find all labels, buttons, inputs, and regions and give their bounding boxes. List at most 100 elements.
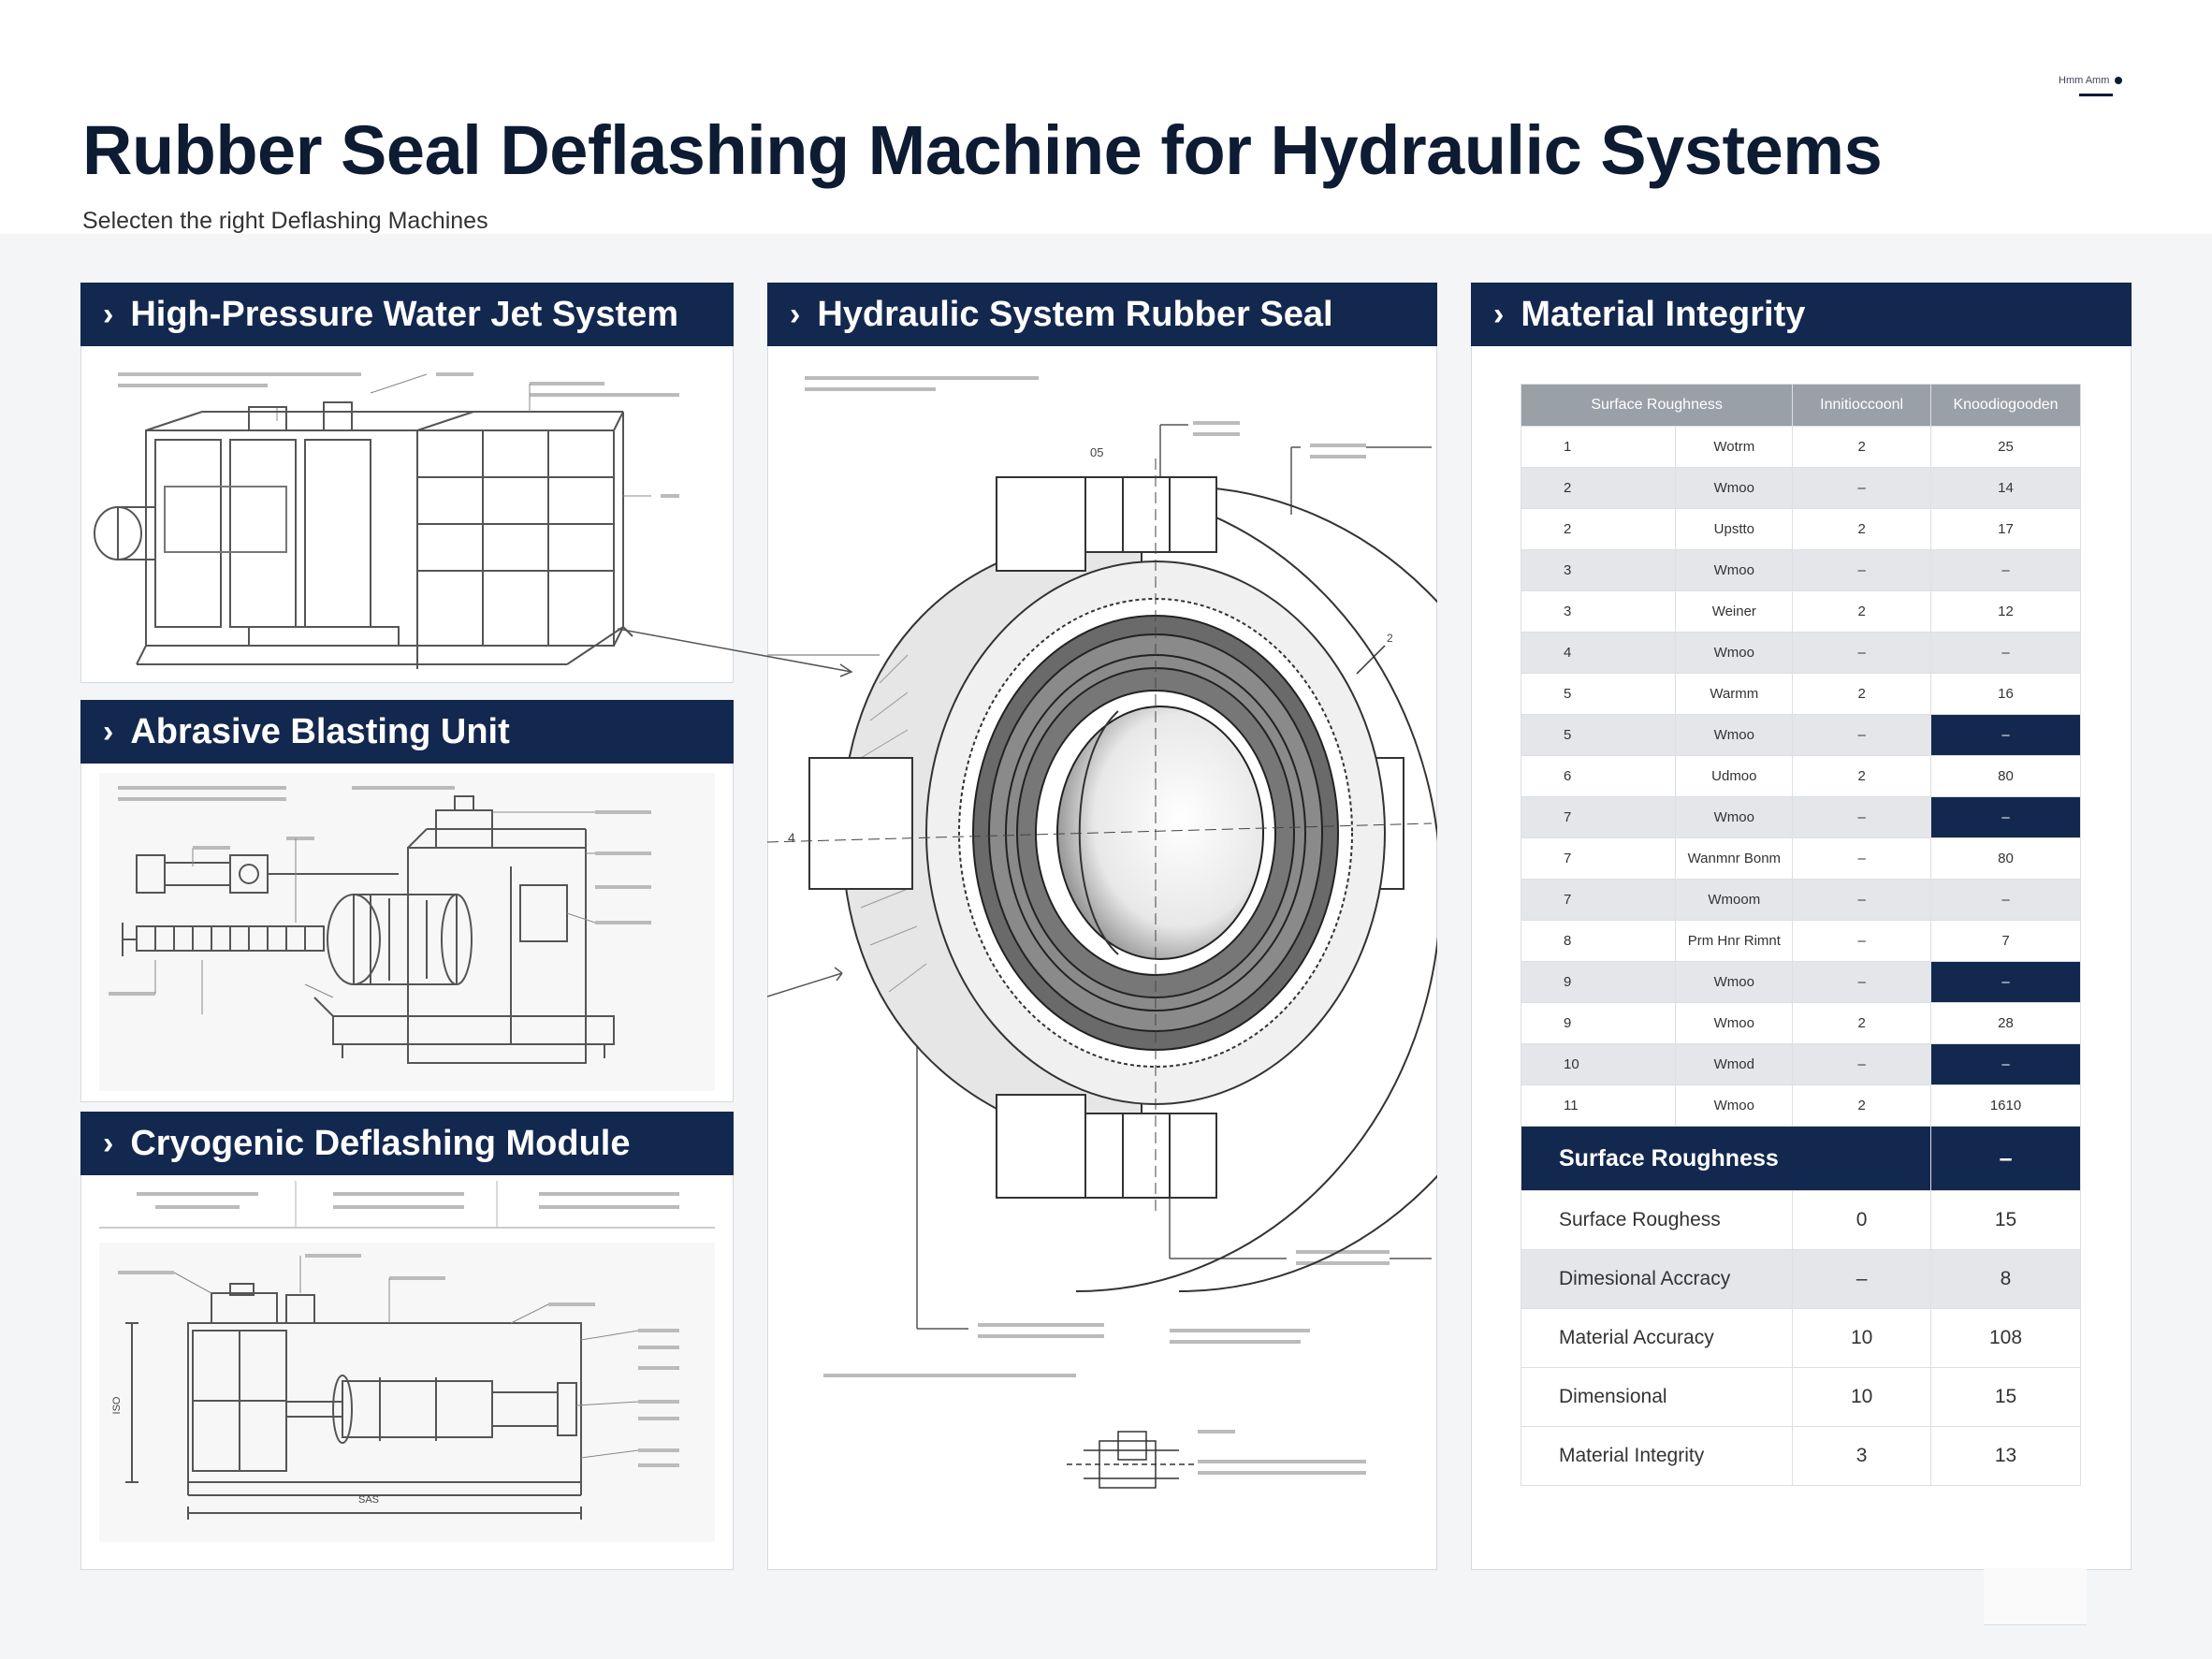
summary-cell: 3	[1792, 1426, 1932, 1486]
table-cell: Wmoo	[1675, 467, 1794, 509]
table-header-cell: Innitioccoonl	[1792, 384, 1932, 427]
table-cell: –	[1930, 961, 2081, 1003]
summary-cell: 10	[1792, 1308, 1932, 1368]
table-cell: 2	[1792, 590, 1932, 633]
table-cell: 4	[1520, 632, 1677, 674]
table-header-row: Surface Roughness Innitioccoonl Knoodiog…	[1520, 384, 2081, 427]
table-cell: –	[1792, 796, 1932, 838]
table-cell: –	[1792, 714, 1932, 756]
cryo-height-label: ISO	[111, 1396, 123, 1414]
page-title: Rubber Seal Deflashing Machine for Hydra…	[82, 111, 1883, 189]
chevron-right-icon: ›	[790, 296, 801, 332]
table-cell: 10	[1520, 1043, 1677, 1085]
seal-label-right: 2	[1387, 632, 1393, 645]
chevron-right-icon: ›	[103, 296, 114, 332]
water-jet-panel	[80, 283, 734, 683]
table-cell: Wmoom	[1675, 879, 1794, 921]
cryo-width-label: SAS	[358, 1494, 379, 1506]
table-cell: Wmoo	[1675, 796, 1794, 838]
summary-label: Surface Roughess	[1520, 1190, 1794, 1250]
summary-cell: 13	[1930, 1426, 2081, 1486]
underline-decoration	[2079, 94, 2113, 96]
table-cell: 2	[1792, 1002, 1932, 1044]
summary-cell: 0	[1792, 1190, 1932, 1250]
summary-label: Material Integrity	[1520, 1426, 1794, 1486]
table-cell: 2	[1792, 755, 1932, 797]
material-title: Material Integrity	[1521, 294, 1806, 334]
summary-row: Dimesional Accracy–8	[1520, 1249, 2081, 1309]
table-cell: 14	[1930, 467, 2081, 509]
table-cell: 2	[1792, 508, 1932, 550]
table-header-cell: Knoodiogooden	[1930, 384, 2081, 427]
corner-menu[interactable]: Hmm Amm	[2059, 75, 2123, 96]
water-jet-header: › High-Pressure Water Jet System	[80, 283, 734, 346]
table-cell: Wmoo	[1675, 549, 1794, 591]
table-cell: –	[1930, 796, 2081, 838]
table-cell: 2	[1792, 673, 1932, 715]
water-jet-title: High-Pressure Water Jet System	[130, 294, 679, 334]
table-cell: 3	[1520, 549, 1677, 591]
summary-header-value: –	[1930, 1126, 2081, 1191]
dot-icon	[2115, 77, 2123, 85]
cryogenic-title: Cryogenic Deflashing Module	[130, 1123, 631, 1163]
seal-label-left: 4	[788, 830, 795, 845]
table-cell: 2	[1792, 426, 1932, 468]
table-header-cell: Surface Roughness	[1520, 384, 1794, 427]
table-cell: 7	[1930, 920, 2081, 962]
table-cell: –	[1930, 714, 2081, 756]
summary-cell: 15	[1930, 1367, 2081, 1427]
table-cell: 80	[1930, 755, 2081, 797]
table-cell: 28	[1930, 1002, 2081, 1044]
table-cell: Wotrm	[1675, 426, 1794, 468]
seal-header: › Hydraulic System Rubber Seal	[767, 283, 1437, 346]
table-cell: Warmm	[1675, 673, 1794, 715]
material-table: Surface Roughness Innitioccoonl Knoodiog…	[1520, 384, 2081, 1486]
summary-cell: 15	[1930, 1190, 2081, 1250]
corner-label: Hmm Amm	[2059, 75, 2110, 86]
table-cell: 9	[1520, 1002, 1677, 1044]
table-cell: 7	[1520, 879, 1677, 921]
table-cell: Wanmnr Bonm	[1675, 837, 1794, 880]
summary-cell: –	[1792, 1249, 1932, 1309]
table-cell: 5	[1520, 714, 1677, 756]
page-subtitle: Selecten the right Deflashing Machines	[82, 208, 488, 234]
seal-label-top: 05	[1090, 445, 1103, 459]
table-cell: 25	[1930, 426, 2081, 468]
summary-label: Dimesional Accracy	[1520, 1249, 1794, 1309]
page-footer-strip	[0, 1581, 2212, 1659]
abrasive-title: Abrasive Blasting Unit	[130, 711, 510, 751]
water-jet-drawing	[94, 372, 679, 669]
seal-title: Hydraulic System Rubber Seal	[817, 294, 1333, 334]
material-header: › Material Integrity	[1471, 283, 2132, 346]
summary-header-row: Surface Roughness–	[1520, 1126, 2081, 1191]
table-cell: 17	[1930, 508, 2081, 550]
table-cell: 7	[1520, 796, 1677, 838]
summary-cell: 10	[1792, 1367, 1932, 1427]
table-cell: –	[1792, 549, 1932, 591]
table-cell: 12	[1930, 590, 2081, 633]
chevron-right-icon: ›	[103, 713, 114, 749]
table-cell: –	[1792, 467, 1932, 509]
table-cell: –	[1792, 961, 1932, 1003]
table-cell: Wmod	[1675, 1043, 1794, 1085]
table-cell: Weiner	[1675, 590, 1794, 633]
table-cell: –	[1930, 632, 2081, 674]
table-cell: 2	[1520, 508, 1677, 550]
cryogenic-drawing: SAS ISO	[99, 1181, 715, 1542]
table-cell: 80	[1930, 837, 2081, 880]
